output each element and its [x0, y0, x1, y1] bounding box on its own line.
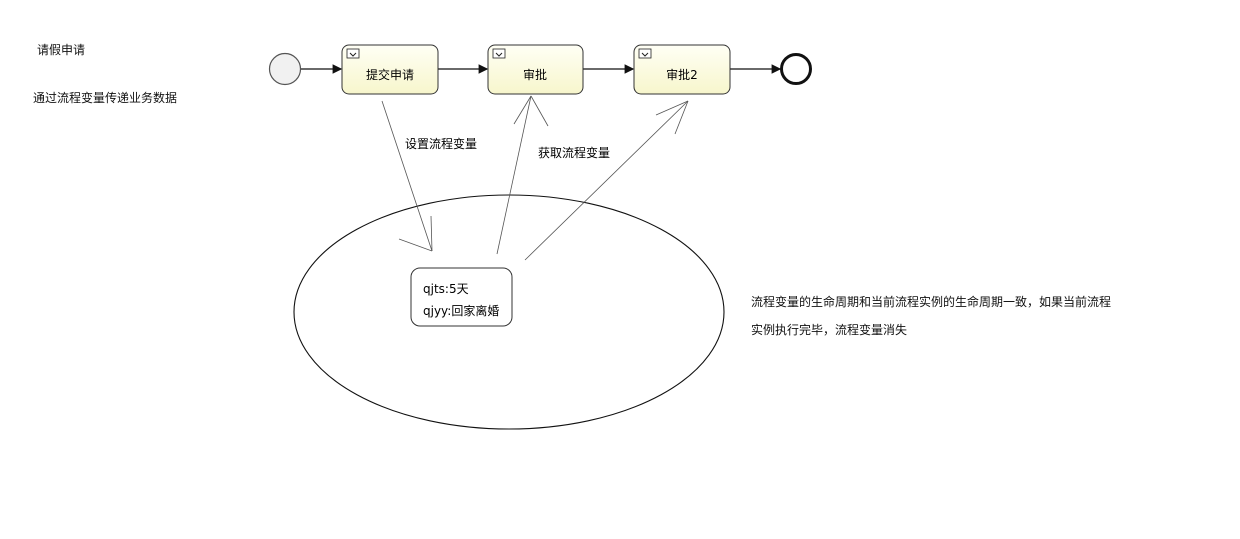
process-variables-box [410, 267, 513, 327]
task-submit-application[interactable]: 提交申请 [341, 44, 439, 95]
task-approve-2[interactable]: 审批2 [633, 44, 731, 95]
set-variable-label: 设置流程变量 [405, 136, 477, 151]
manual-task-marker-icon [492, 48, 506, 59]
process-variable-scope [293, 194, 725, 430]
task-approve[interactable]: 审批 [487, 44, 584, 95]
diagram-title: 请假申请 [37, 43, 86, 57]
variable-qjts: qjts:5天 [423, 282, 469, 296]
manual-task-marker-icon [346, 48, 360, 59]
task-approve-label: 审批 [523, 67, 547, 82]
task-approve-2-label: 审批2 [666, 67, 698, 82]
variable-qjyy: qjyy:回家离婚 [423, 303, 499, 318]
get-variable-arrow-approve [496, 95, 549, 255]
get-variable-label: 获取流程变量 [538, 145, 610, 160]
end-event-icon[interactable] [780, 53, 812, 85]
start-event-icon[interactable] [268, 52, 302, 86]
get-variable-arrow-approve2 [524, 100, 689, 261]
diagram-subtitle: 通过流程变量传递业务数据 [33, 91, 178, 105]
set-variable-arrow [381, 100, 433, 252]
manual-task-marker-icon [638, 48, 652, 59]
task-submit-label: 提交申请 [366, 67, 414, 82]
lifecycle-note: 流程变量的生命周期和当前流程实例的生命周期一致，如果当前流程实例执行完毕，流程变… [751, 295, 1112, 337]
